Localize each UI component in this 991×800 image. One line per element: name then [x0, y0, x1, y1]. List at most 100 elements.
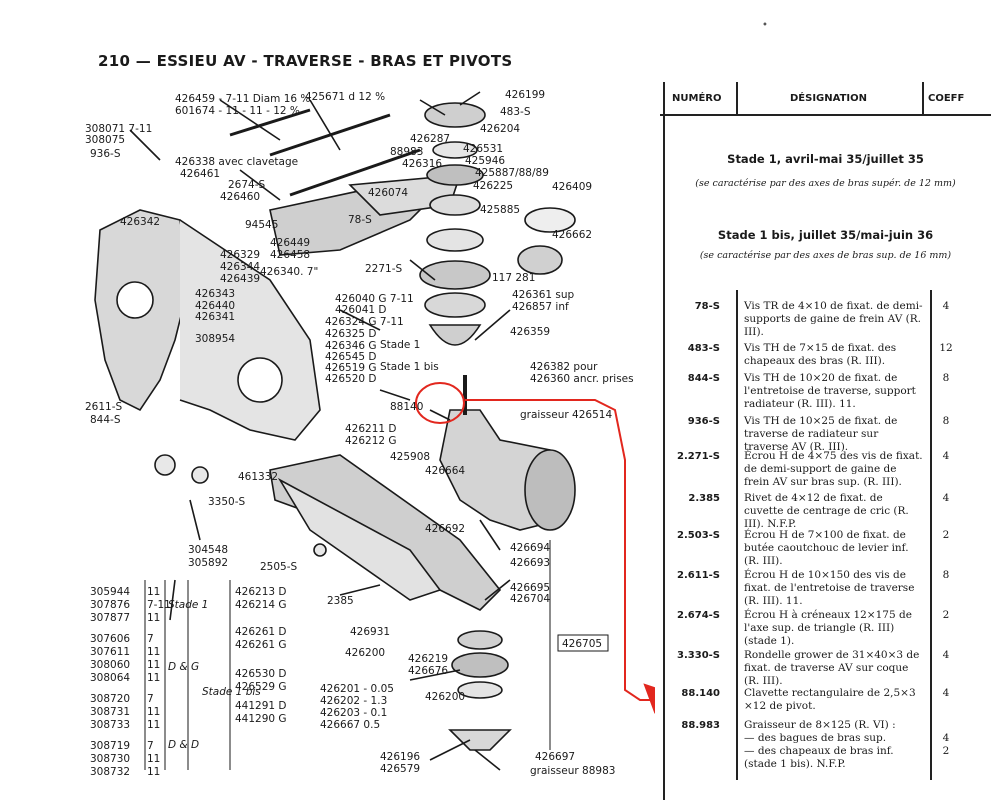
part-callout: 426460 [220, 191, 260, 203]
ref-side-number: 426529 G [235, 681, 287, 693]
col-numero: NUMÉRO [672, 93, 722, 104]
part-designation: Clavette rectangulaire de 2,5×3 ×12 de p… [744, 687, 916, 712]
ref-coef: 11 [147, 672, 160, 684]
part-callout: 426201 - 0.05 [320, 683, 394, 695]
part-designation: Vis TH de 7×15 de fixat. des chapeaux de… [744, 342, 897, 367]
part-callout: 601674 - 11 - 11 - 12 % [175, 105, 300, 117]
page-header: 210 — ESSIEU AV - TRAVERSE - BRAS ET PIV… [98, 52, 512, 70]
ref-side-number: 426261 G [235, 639, 287, 651]
ref-coef: 11 [147, 586, 160, 598]
part-designation-sub: — des chapeaux de bras inf. (stade 1 bis… [744, 745, 894, 770]
part-callout: 426212 G [345, 435, 397, 447]
part-coef: 8 [942, 372, 950, 384]
ref-side-number: 426530 D [235, 668, 287, 680]
part-callout: 2674-S [228, 179, 266, 191]
part-number: 936-S [687, 416, 720, 427]
ref-number: 307877 [90, 612, 130, 624]
part-callout: graisseur 426514 [520, 409, 612, 421]
part-callout: 426704 [510, 593, 550, 605]
part-callout: 304548 [188, 544, 228, 556]
ref-number: 307611 [90, 646, 130, 658]
part-callout: 426692 [425, 523, 465, 535]
part-callout: 483-S [500, 106, 531, 118]
part-callout: 426461 [180, 168, 220, 180]
part-coef: 8 [942, 569, 950, 581]
part-number: 88.140 [681, 688, 720, 699]
part-designation: Vis TR de 4×10 de fixat. de demi-support… [744, 300, 923, 338]
part-callout: 426579 [380, 763, 420, 775]
part-box-426705 [557, 634, 609, 652]
part-callout: Stade 1 [380, 339, 420, 351]
col-designation: DÉSIGNATION [790, 93, 868, 104]
part-number: 483-S [687, 343, 720, 354]
table-header: NUMÉRO DÉSIGNATION COEFF [660, 82, 991, 116]
ref-number: 307606 [90, 633, 130, 645]
part-callout: 426694 [510, 542, 550, 554]
part-coef: 4 [942, 687, 950, 699]
part-callout: 425885 [480, 204, 520, 216]
part-callout: 426857 inf [512, 301, 569, 313]
part-designation: Rondelle grower de 31×40×3 de fixat. de … [744, 649, 920, 687]
part-callout: 426199 [505, 89, 545, 101]
part-callout: 426931 [350, 626, 390, 638]
part-designation: Graisseur de 8×125 (R. VI) :— des bagues… [744, 719, 924, 771]
part-callout: 426695 [510, 582, 550, 594]
stage-1-title: Stade 1, avril-mai 35/juillet 35 [727, 152, 924, 166]
part-callout: 426341 [195, 311, 235, 323]
ref-number: 308064 [90, 672, 130, 684]
part-callout: 3350-S [208, 496, 246, 508]
part-callout: 426449 [270, 237, 310, 249]
group-label: D & G [168, 661, 199, 673]
part-callout: 426200 [425, 691, 465, 703]
part-coef: 4 [942, 492, 950, 504]
ref-side-number: 426214 G [235, 599, 287, 611]
ref-number: 308720 [90, 693, 130, 705]
part-callout: 426202 - 1.3 [320, 695, 387, 707]
part-coef: 8 [942, 415, 950, 427]
part-callout: 78-S [348, 214, 372, 226]
part-coef: 2 [942, 609, 950, 621]
part-callout: 94545 [245, 219, 278, 231]
ref-coef: 11 [147, 766, 160, 778]
stage-1bis-subtitle: (se caractérise par des axes de bras sup… [699, 250, 952, 261]
ref-coef: 11 [147, 753, 160, 765]
annotation-arrow [465, 399, 655, 701]
part-callout: 426346 G [325, 340, 377, 352]
part-callout: 308954 [195, 333, 235, 345]
part-callout: 426203 - 0.1 [320, 707, 387, 719]
part-coef: 4 [942, 649, 950, 661]
part-callout: 426439 [220, 273, 260, 285]
annotation-circle [415, 382, 465, 424]
ref-number: 307876 [90, 599, 130, 611]
part-callout: 426219 [408, 653, 448, 665]
part-callout: 426287 [410, 133, 450, 145]
part-callout: 426343 [195, 288, 235, 300]
ref-side-number: 426261 D [235, 626, 287, 638]
part-callout: 426338 avec clavetage [175, 156, 298, 168]
part-callout: 426519 G [325, 362, 377, 374]
part-callout: 426459 - 7-11 Diam 16 % [175, 93, 310, 105]
diagram-labels: 426459 - 7-11 Diam 16 %601674 - 11 - 11 … [85, 89, 634, 778]
lower-arm [269, 454, 502, 611]
part-callout: 88983 [390, 146, 423, 158]
ref-coef: 11 [147, 706, 160, 718]
part-number: 88.983 [681, 720, 720, 731]
part-callout: 426342 [120, 216, 160, 228]
part-number: 2.271-S [677, 451, 720, 462]
part-callout: 425946 [465, 155, 505, 167]
part-callout: 2505-S [260, 561, 298, 573]
group-label: D & D [168, 739, 199, 751]
part-number: 3.330-S [677, 650, 720, 661]
part-callout: 426676 [408, 665, 448, 677]
speck-mark: • [762, 20, 768, 31]
header-rule-1 [736, 82, 738, 114]
part-callout: 426211 D [345, 423, 397, 435]
part-number: 2.674-S [677, 610, 720, 621]
part-designation: Écrou H de 4×75 des vis de fixat. de dem… [744, 450, 923, 488]
part-callout: 425908 [390, 451, 430, 463]
part-callout: 426324 G 7-11 [325, 316, 404, 328]
ref-number: 308731 [90, 706, 130, 718]
part-designation: Rivet de 4×12 de fixat. de cuvette de ce… [744, 492, 909, 530]
ref-number: 308060 [90, 659, 130, 671]
